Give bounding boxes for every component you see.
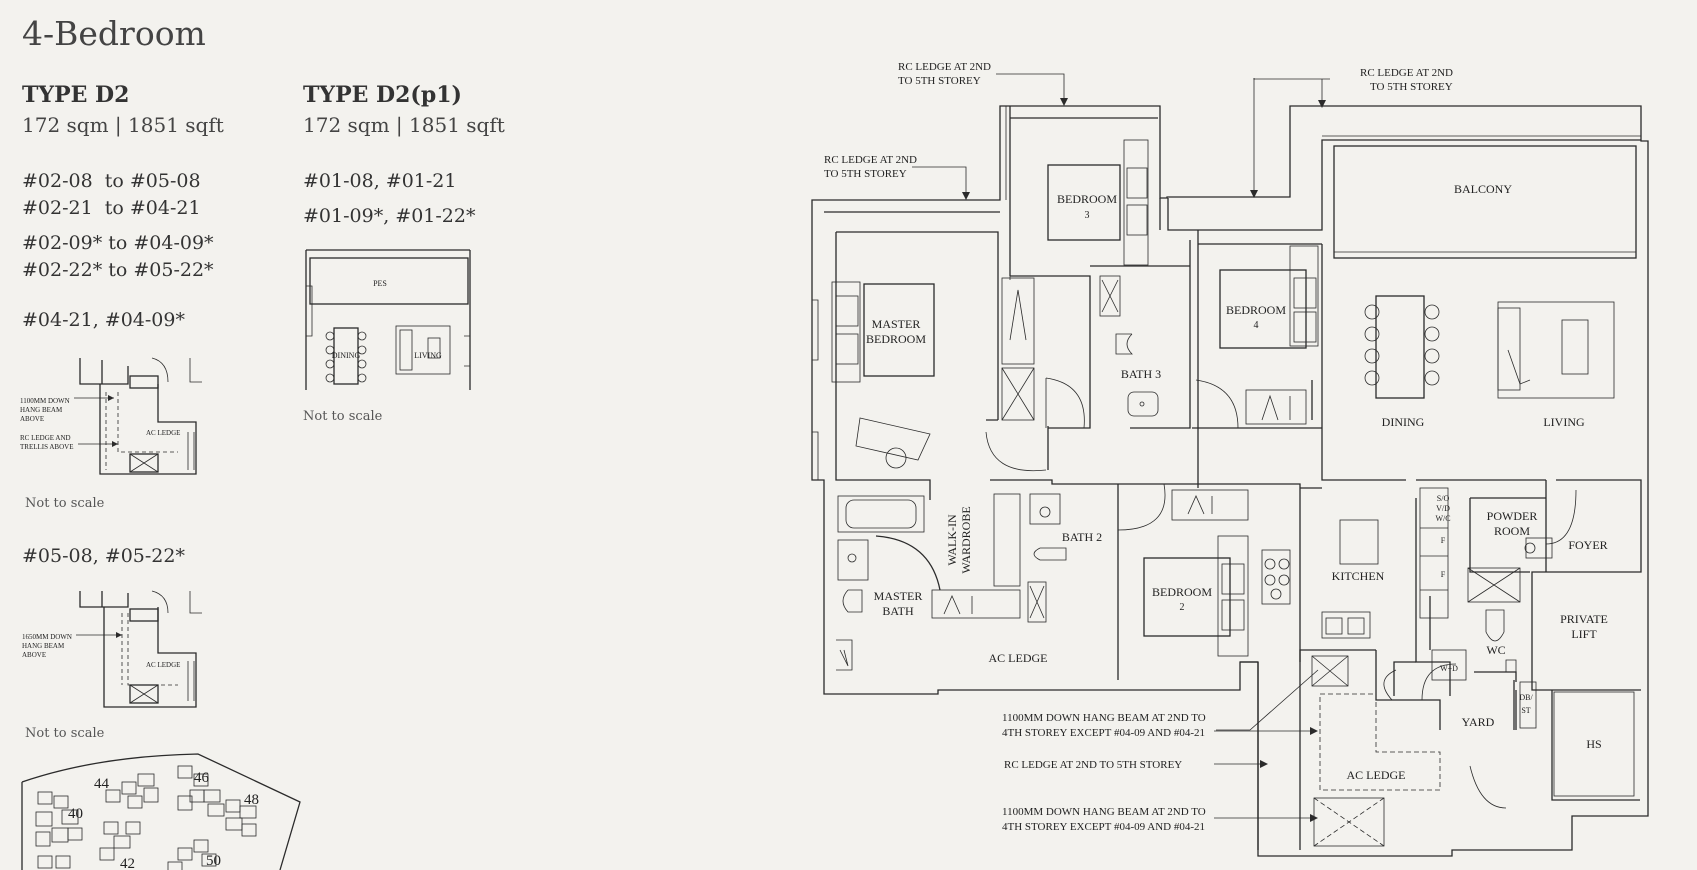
kitchen-label: KITCHEN xyxy=(1332,569,1385,583)
variant1-note: ABOVE xyxy=(20,415,44,423)
variant1-label: #04-21, #04-09* xyxy=(22,309,185,331)
callout-beam: 1100MM DOWN HANG BEAM AT 2ND TO xyxy=(1002,806,1206,818)
variant1-note: HANG BEAM xyxy=(20,406,63,414)
private-lift-label: PRIVATE xyxy=(1560,612,1608,626)
unit-range: #02-22* to #05-22* xyxy=(22,259,214,281)
block-number: 42 xyxy=(120,856,135,870)
svw-label: W/C xyxy=(1435,514,1450,523)
bedroom4-label: BEDROOM xyxy=(1226,303,1286,317)
unit-range: #02-21 to #04-21 xyxy=(22,197,201,219)
variant2-room: AC LEDGE xyxy=(146,661,180,669)
living-label: LIVING xyxy=(414,351,442,360)
callout-rc-ledge: RC LEDGE AT 2ND xyxy=(1360,67,1453,79)
block-number: 40 xyxy=(68,806,83,822)
callout-beam: 1100MM DOWN HANG BEAM AT 2ND TO xyxy=(1002,712,1206,724)
hs-label: HS xyxy=(1586,737,1601,751)
type-d2p1-name: TYPE D2(p1) xyxy=(303,82,462,108)
variant1-room: AC LEDGE xyxy=(146,429,180,437)
not-to-scale: Not to scale xyxy=(25,726,105,741)
bedroom4-number: 4 xyxy=(1254,320,1259,331)
callout-rc-ledge: RC LEDGE AT 2ND xyxy=(824,154,917,166)
callout-beam: 4TH STOREY EXCEPT #04-09 AND #04-21 xyxy=(1002,821,1205,833)
type-d2p1-units: #01-08, #01-21 #01-09*, #01-22* xyxy=(303,168,475,230)
unit-range: #01-09*, #01-22* xyxy=(303,205,476,227)
variant2-note: HANG BEAM xyxy=(22,642,65,650)
fridge-label: F xyxy=(1441,536,1446,545)
pes-inset: PES DINING LIVING xyxy=(305,249,471,390)
walkin-wardrobe-label: WARDROBE xyxy=(959,506,973,573)
variant1-note: RC LEDGE AND xyxy=(20,434,71,442)
callout-rc-ledge: TO 5TH STOREY xyxy=(898,75,981,87)
foyer-label: FOYER xyxy=(1568,538,1607,552)
variant2-note: ABOVE xyxy=(22,651,46,659)
walkin-wardrobe-label: WALK-IN xyxy=(945,514,959,566)
variant2-note: 1650MM DOWN xyxy=(22,633,72,641)
callout-rc-ledge: TO 5TH STOREY xyxy=(1370,81,1453,93)
block-number: 44 xyxy=(94,776,110,792)
master-bedroom-label: MASTER xyxy=(872,317,921,331)
bedroom3-number: 3 xyxy=(1085,210,1090,221)
powder-room-label: ROOM xyxy=(1494,524,1530,538)
ac-ledge-label: AC LEDGE xyxy=(989,651,1048,665)
svw-label: V/D xyxy=(1436,504,1450,513)
yard-label: YARD xyxy=(1462,715,1495,729)
not-to-scale: Not to scale xyxy=(25,496,105,511)
callout-rc-ledge: TO 5TH STOREY xyxy=(824,168,907,180)
variant2-label: #05-08, #05-22* xyxy=(22,545,185,567)
master-bath-label: BATH xyxy=(882,604,914,618)
pes-label: PES xyxy=(373,279,387,288)
block-number: 48 xyxy=(244,792,259,808)
wd-label: W+D xyxy=(1440,664,1458,673)
bedroom2-number: 2 xyxy=(1180,602,1185,613)
page-title: 4-Bedroom xyxy=(22,14,206,53)
callout-beam: 4TH STOREY EXCEPT #04-09 AND #04-21 xyxy=(1002,727,1205,739)
unit-range: #02-09* to #04-09* xyxy=(22,232,214,254)
not-to-scale: Not to scale xyxy=(303,409,383,424)
living-label: LIVING xyxy=(1543,415,1585,429)
master-bath-label: MASTER xyxy=(874,589,923,603)
type-d2p1-area: 172 sqm | 1851 sqft xyxy=(303,113,505,137)
type-d2-name: TYPE D2 xyxy=(22,82,130,108)
variant1-note: 1100MM DOWN xyxy=(20,397,70,405)
fridge-label: F xyxy=(1441,570,1446,579)
svw-label: S/O xyxy=(1437,494,1450,503)
bedroom3-label: BEDROOM xyxy=(1057,192,1117,206)
unit-range: #02-08 to #05-08 xyxy=(22,170,201,192)
balcony-label: BALCONY xyxy=(1454,182,1512,196)
variant1-note: TRELLIS ABOVE xyxy=(20,443,73,451)
master-bedroom-label: BEDROOM xyxy=(866,332,926,346)
variant2-inset: 1650MM DOWN HANG BEAM ABOVE AC LEDGE xyxy=(22,590,202,708)
block-number: 50 xyxy=(206,853,221,869)
callout-rc-ledge: RC LEDGE AT 2ND xyxy=(898,61,991,73)
callout-rc-ledge: RC LEDGE AT 2ND TO 5TH STOREY xyxy=(1004,759,1182,771)
ac-ledge-yard-label: AC LEDGE xyxy=(1347,768,1406,782)
dbst-label: DB/ xyxy=(1519,693,1533,702)
type-d2-units: #02-08 to #05-08 #02-21 to #04-21 #02-09… xyxy=(22,168,214,284)
wc-label: WC xyxy=(1486,643,1505,657)
dining-label: DINING xyxy=(332,351,361,360)
powder-room-label: POWDER xyxy=(1487,509,1538,523)
bath3-label: BATH 3 xyxy=(1121,367,1161,381)
dbst-label: ST xyxy=(1521,706,1530,715)
private-lift-label: LIFT xyxy=(1571,627,1597,641)
variant1-inset: 1100MM DOWN HANG BEAM ABOVE RC LEDGE AND… xyxy=(20,357,202,475)
site-plan-key: 44 46 40 48 42 50 xyxy=(21,753,301,870)
type-d2-area: 172 sqm | 1851 sqft xyxy=(22,113,224,137)
unit-range: #01-08, #01-21 xyxy=(303,170,457,192)
bath2-label: BATH 2 xyxy=(1062,530,1102,544)
block-number: 46 xyxy=(194,770,210,786)
bedroom2-label: BEDROOM xyxy=(1152,585,1212,599)
dining-label: DINING xyxy=(1382,415,1425,429)
